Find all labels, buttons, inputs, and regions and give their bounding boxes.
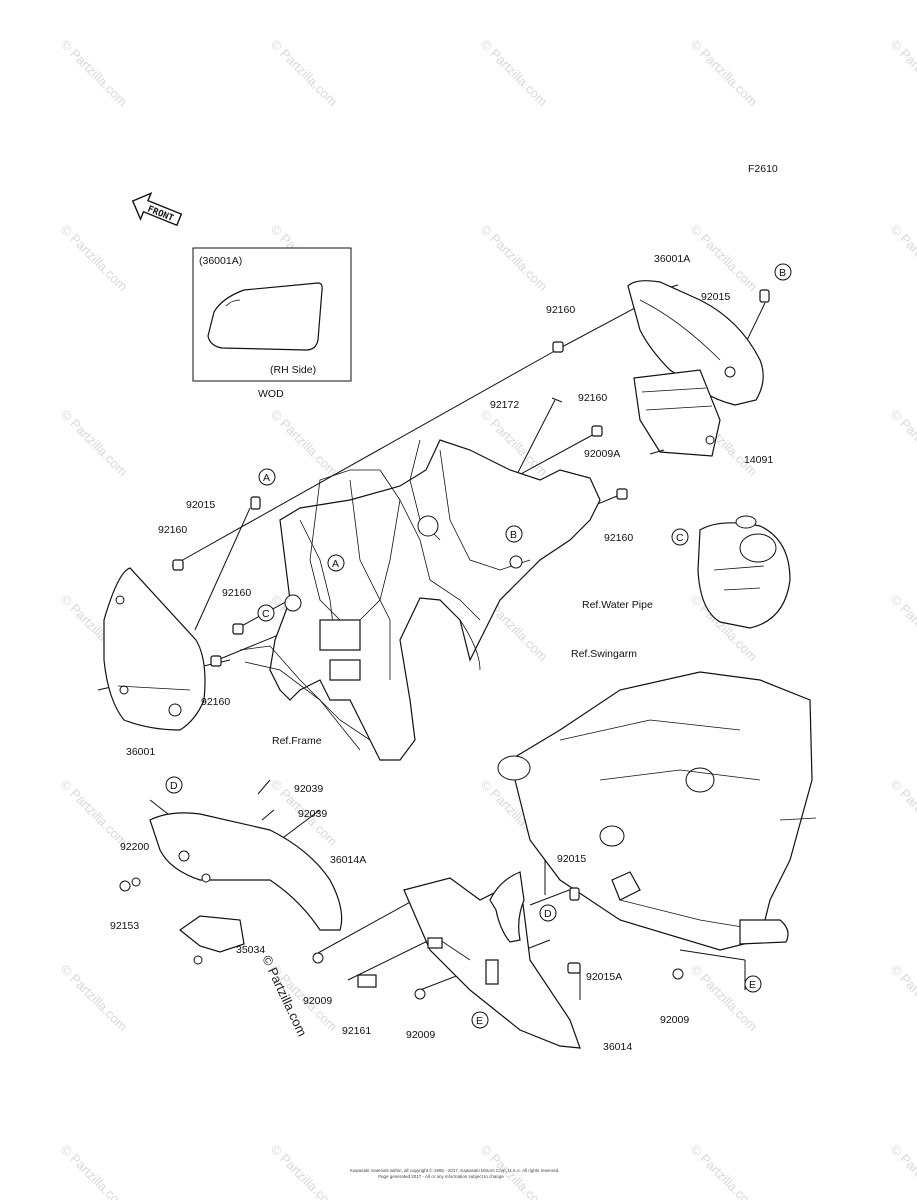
figure-id: F2610 [748,163,778,175]
watermark-text: © Partzilla.com [58,222,131,295]
watermark-text: © Partzilla.com [688,222,761,295]
footer-line-2: Page generated 2017 - All or any informa… [378,1174,504,1179]
watermark-text: © Partzilla.com [888,222,917,295]
watermark-text: © Partzilla.com [58,962,131,1035]
watermark-text: © Partzilla.com [268,1142,341,1200]
callout-a-top: A [263,472,270,484]
part-label-14091: 14091 [744,454,773,466]
part-label-92160-right: 92160 [604,532,633,544]
watermark-text: © Partzilla.com [58,1142,131,1200]
watermark-text: © Partzilla.com [888,1142,917,1200]
watermark-text: © Partzilla.com [888,407,917,480]
watermark-text: © Partzilla.com [888,592,917,665]
callout-e-left: E [476,1015,483,1027]
part-label-92015-b: 92015 [701,291,730,303]
part-labels: 36001A 92015 92160 92172 92160 92009A 14… [110,253,773,1053]
cover-36014A [149,812,343,931]
callout-d-right: D [544,908,552,920]
callout-a-frame: A [332,558,339,570]
part-label-92015-d: 92015 [557,853,586,865]
ref-frame: Ref.Frame [272,735,322,747]
watermark-text: © Partzilla.com [888,962,917,1035]
part-label-92161: 92161 [342,1025,371,1037]
frame-drawing [239,439,601,761]
cover-36014 [403,871,581,1049]
ref-water-pipe: Ref.Water Pipe [582,599,653,611]
water-pipe-cover [697,515,791,629]
part-label-92153: 92153 [110,920,139,932]
watermark-text: © Partzilla.com [888,777,917,850]
part-label-92015-a: 92015 [186,499,215,511]
part-label-92160-c: 92160 [222,587,251,599]
cover-36001 [103,567,206,731]
watermark-text: © Partzilla.com [888,37,917,110]
callout-d-left: D [170,780,178,792]
inset-box: (36001A) (RH Side) [192,247,352,382]
part-label-92160-mid: 92160 [578,392,607,404]
swingarm-drawing [497,671,817,951]
callout-e-right: E [749,979,756,991]
part-label-92160-left: 92160 [158,524,187,536]
part-label-92009-a: 92009 [303,995,332,1007]
watermark-text: © Partzilla.com [478,37,551,110]
part-label-92160-top: 92160 [546,304,575,316]
callout-c-right: C [676,532,684,544]
part-label-35034: 35034 [236,944,265,956]
footer-line-1: Kawasaki materials within, all copyright… [350,1167,559,1173]
part-label-36014A: 36014A [330,854,366,866]
part-label-92160-low: 92160 [201,696,230,708]
watermark-text: © Partzilla.com [58,37,131,110]
cover-36001A [627,280,764,406]
front-arrow-icon: FRONT [131,191,183,227]
part-label-92039-a: 92039 [294,783,323,795]
inset-side-label: (RH Side) [270,364,316,376]
callout-b-top: B [779,267,786,279]
bracket-14091 [633,369,721,457]
part-label-36014: 36014 [603,1041,632,1053]
watermark-text: © Partzilla.com [268,37,341,110]
inset-part-label: (36001A) [199,255,242,267]
fasteners [119,289,770,1000]
part-label-92009-b: 92009 [406,1029,435,1041]
watermark-text: © Partzilla.com [58,777,131,850]
bracket-35034 [178,915,245,965]
part-label-92200: 92200 [120,841,149,853]
watermark-text: © Partzilla.com [688,37,761,110]
part-label-92172: 92172 [490,399,519,411]
callout-c-left: C [262,608,270,620]
watermark-text: © Partzilla.com [478,222,551,295]
watermark-text: © Partzilla.com [58,407,131,480]
part-label-92009A: 92009A [584,448,620,460]
callout-circles: B A A B C C D D E E [165,263,792,1029]
watermark-text: © Partzilla.com [688,962,761,1035]
part-label-92015A: 92015A [586,971,622,983]
part-label-92009-c: 92009 [660,1014,689,1026]
watermark-text: © Partzilla.com [688,1142,761,1200]
watermark-text: © Partzilla.com [268,407,341,480]
part-label-36001A: 36001A [654,253,690,265]
callout-b-frame: B [510,529,517,541]
part-label-36001: 36001 [126,746,155,758]
ref-swingarm: Ref.Swingarm [571,648,637,660]
inset-code: WOD [258,388,284,400]
part-label-92039-b: 92039 [298,808,327,820]
